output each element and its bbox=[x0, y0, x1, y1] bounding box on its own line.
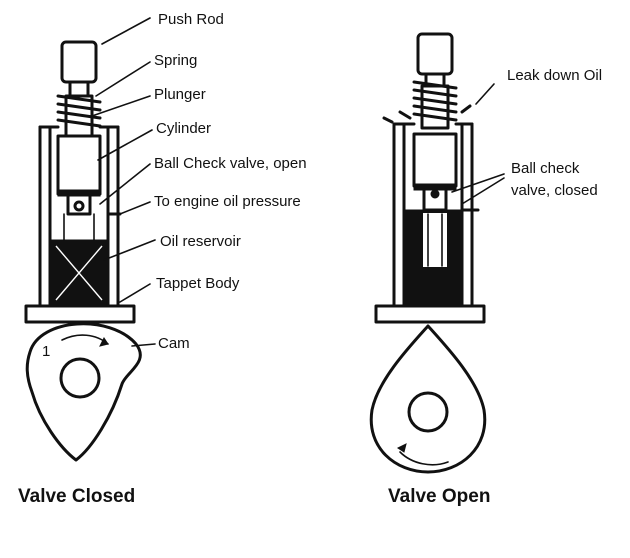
ball-check-valve-left bbox=[57, 189, 101, 216]
tappet-body-right bbox=[374, 122, 486, 324]
label-oil-reservoir: Oil reservoir bbox=[160, 233, 241, 250]
label-spring: Spring bbox=[154, 52, 197, 69]
push-rod-left bbox=[60, 40, 98, 98]
spring-right bbox=[412, 80, 458, 122]
label-cam: Cam bbox=[158, 335, 190, 352]
oil-reservoir-right bbox=[405, 209, 461, 305]
oil-reservoir-left bbox=[51, 213, 107, 305]
cam-right bbox=[369, 324, 487, 474]
label-plunger: Plunger bbox=[154, 86, 206, 103]
caption-valve-closed: Valve Closed bbox=[18, 486, 135, 507]
cylinder-left bbox=[56, 134, 102, 196]
label-ball-check-open: Ball Check valve, open bbox=[154, 155, 307, 172]
tappet-body-left bbox=[24, 125, 136, 324]
label-leak-down-oil: Leak down Oil bbox=[507, 67, 602, 84]
tappet-valve-closed: 1 bbox=[24, 17, 156, 462]
leader-lines-left bbox=[91, 17, 156, 347]
label-tappet-body: Tappet Body bbox=[156, 275, 240, 292]
label-cylinder: Cylinder bbox=[156, 120, 211, 137]
label-ball-check-closed-line2: valve, closed bbox=[511, 182, 598, 199]
ball-check-valve-right bbox=[413, 183, 457, 212]
cam-left: 1 bbox=[25, 322, 142, 462]
leak-down-oil-marks bbox=[382, 104, 472, 124]
label-ball-check-closed-line1: Ball check bbox=[511, 160, 580, 177]
leader-lines-right bbox=[451, 83, 505, 205]
label-push-rod: Push Rod bbox=[158, 11, 224, 28]
cylinder-right bbox=[412, 132, 458, 188]
cam-rotation-marker: 1 bbox=[42, 343, 50, 360]
label-engine-oil-pressure: To engine oil pressure bbox=[154, 193, 301, 210]
tappet-valve-open bbox=[369, 32, 505, 474]
caption-valve-open: Valve Open bbox=[388, 486, 490, 507]
spring-left bbox=[56, 94, 102, 128]
push-rod-right bbox=[416, 32, 454, 88]
plunger-right bbox=[420, 84, 450, 130]
